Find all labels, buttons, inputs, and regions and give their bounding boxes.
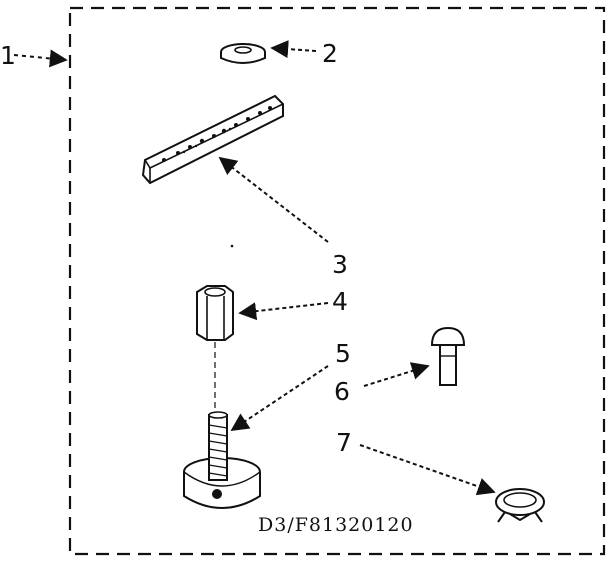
callout-3: 3 [218, 156, 348, 279]
washer-icon [220, 43, 266, 64]
callout-4: 4 [238, 287, 348, 321]
speck [230, 244, 234, 248]
callout-2-label: 2 [322, 39, 338, 68]
callout-4-label: 4 [332, 287, 348, 316]
callout-1: 1 [0, 41, 68, 70]
callout-6-label: 6 [334, 377, 350, 406]
leveling-leg-icon [183, 411, 261, 509]
drawing-code: D3/F81320120 [258, 514, 414, 536]
callout-2: 2 [270, 39, 338, 68]
callout-1-label: 1 [0, 41, 16, 70]
kit-boundary [68, 6, 606, 556]
spring-clip-icon [495, 488, 545, 523]
hex-coupling-nut-icon [196, 285, 234, 341]
perforated-strap-icon [141, 94, 284, 185]
carriage-bolt-icon [430, 326, 466, 386]
callout-5-label: 5 [335, 339, 351, 368]
callout-3-label: 3 [332, 250, 348, 279]
callout-7-label: 7 [336, 428, 352, 457]
callout-6: 6 [334, 362, 430, 406]
callout-5: 5 [230, 339, 351, 431]
callout-7: 7 [336, 428, 496, 496]
